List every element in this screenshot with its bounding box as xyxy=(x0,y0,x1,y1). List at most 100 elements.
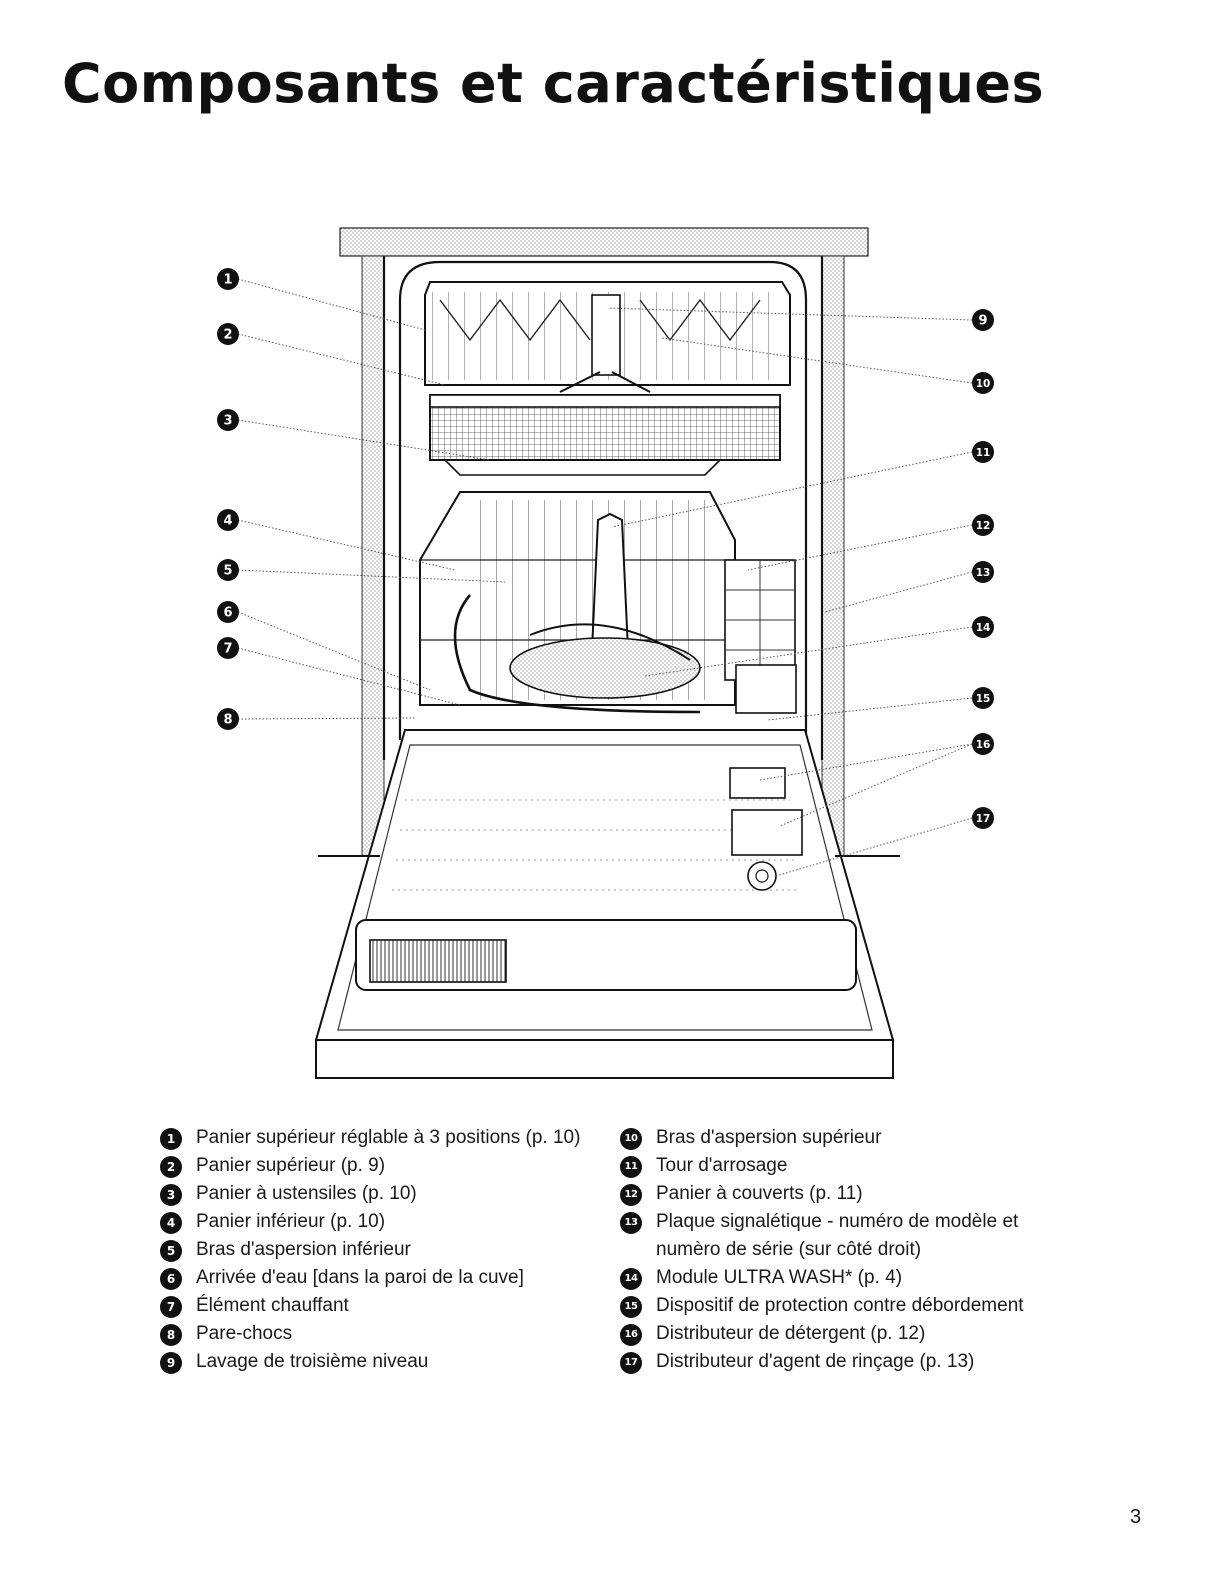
legend-number: 15 xyxy=(620,1296,642,1318)
callout-13: 13 xyxy=(972,561,994,583)
detergent-dispenser xyxy=(729,767,786,799)
spray-tower xyxy=(590,512,630,651)
callout-number: 3 xyxy=(223,414,232,429)
page-number: 3 xyxy=(1130,1506,1142,1528)
leader-lines xyxy=(237,278,973,877)
callout-number: 10 xyxy=(976,378,991,390)
callout-15: 15 xyxy=(972,687,994,709)
legend-text: Module ULTRA WASH* (p. 4) xyxy=(656,1267,903,1288)
legend-number: 13 xyxy=(620,1212,642,1234)
legend-item-15: 15 Dispositif de protection contre débor… xyxy=(620,1292,1090,1320)
left-cabinet-side xyxy=(361,255,385,857)
door xyxy=(314,729,895,1079)
heating-element xyxy=(453,594,701,714)
callout-9: 9 xyxy=(972,309,994,331)
tub-frame xyxy=(382,256,824,760)
legend-text: Panier à ustensiles (p. 10) xyxy=(196,1183,417,1204)
callout-12: 12 xyxy=(972,514,994,536)
upper-rack xyxy=(424,281,791,393)
legend-text-continued: numèro de série (sur côté droit) xyxy=(656,1239,922,1260)
legend-item-17: 17 Distributeur d'agent de rinçage (p. 1… xyxy=(620,1348,1090,1376)
callout-number: 4 xyxy=(223,514,232,529)
legend-text: Tour d'arrosage xyxy=(656,1155,788,1176)
callout-number: 13 xyxy=(976,567,991,579)
legend-text: Arrivée d'eau [dans la paroi de la cuve] xyxy=(196,1267,524,1288)
legend-text: Bras d'aspersion supérieur xyxy=(656,1127,882,1148)
legend-number: 16 xyxy=(620,1324,642,1346)
callout-5: 5 xyxy=(217,559,239,581)
callout-number: 17 xyxy=(976,813,991,825)
legend-number: 8 xyxy=(160,1324,182,1346)
callout-4: 4 xyxy=(217,509,239,531)
callout-number: 11 xyxy=(976,447,991,459)
legend-item-8: 8 Pare-chocs xyxy=(160,1320,620,1348)
legend-number: 10 xyxy=(620,1128,642,1150)
lower-spray-arm xyxy=(509,637,701,699)
callout-number: 14 xyxy=(976,622,991,634)
callout-number: 7 xyxy=(223,642,232,657)
legend-right-column: 10 Bras d'aspersion supérieur 11 Tour d'… xyxy=(620,1124,1090,1376)
callout-7: 7 xyxy=(217,637,239,659)
legend-number: 6 xyxy=(160,1268,182,1290)
legend-text: Lavage de troisième niveau xyxy=(196,1351,429,1372)
legend-item-1: 1 Panier supérieur réglable à 3 position… xyxy=(160,1124,620,1152)
legend-text: Panier supérieur (p. 9) xyxy=(196,1155,386,1176)
legend-item-9: 9 Lavage de troisième niveau xyxy=(160,1348,620,1376)
legend-number: 11 xyxy=(620,1156,642,1178)
diagram-callouts: 1 2 3 4 5 6 7 8 9 10 11 12 13 14 15 16 1… xyxy=(217,268,994,829)
legend-text: Élément chauffant xyxy=(196,1295,349,1316)
legend-item-6: 6 Arrivée d'eau [dans la paroi de la cuv… xyxy=(160,1264,620,1292)
legend-item-4: 4 Panier inférieur (p. 10) xyxy=(160,1208,620,1236)
callout-number: 16 xyxy=(976,739,991,751)
legend-text: Dispositif de protection contre débordem… xyxy=(656,1295,1024,1316)
callout-3: 3 xyxy=(217,409,239,431)
legend-number: 4 xyxy=(160,1212,182,1234)
legend-item-10: 10 Bras d'aspersion supérieur xyxy=(620,1124,1090,1152)
legend-number: 17 xyxy=(620,1352,642,1374)
legend-text: Distributeur d'agent de rinçage (p. 13) xyxy=(656,1351,975,1372)
legend-number: 12 xyxy=(620,1184,642,1206)
legend-item-5: 5 Bras d'aspersion inférieur xyxy=(160,1236,620,1264)
legend-number: 2 xyxy=(160,1156,182,1178)
callout-1: 1 xyxy=(217,268,239,290)
callout-number: 12 xyxy=(976,520,991,532)
ultra-wash-module xyxy=(735,664,797,714)
legend-item-3: 3 Panier à ustensiles (p. 10) xyxy=(160,1180,620,1208)
legend-number: 7 xyxy=(160,1296,182,1318)
callout-number: 6 xyxy=(223,606,232,621)
callout-6: 6 xyxy=(217,601,239,623)
legend-item-7: 7 Élément chauffant xyxy=(160,1292,620,1320)
callout-number: 5 xyxy=(223,564,232,579)
legend-item-11: 11 Tour d'arrosage xyxy=(620,1152,1090,1180)
callout-2: 2 xyxy=(217,323,239,345)
legend-text: Panier inférieur (p. 10) xyxy=(196,1211,386,1232)
callout-11: 11 xyxy=(972,441,994,463)
legend-item-12: 12 Panier à couverts (p. 11) xyxy=(620,1180,1090,1208)
legend-number: 3 xyxy=(160,1184,182,1206)
legend-number: 14 xyxy=(620,1268,642,1290)
legend-text: Plaque signalétique - numéro de modèle e… xyxy=(656,1211,1019,1232)
utensil-basket xyxy=(429,394,781,476)
legend-item-14: 14 Module ULTRA WASH* (p. 4) xyxy=(620,1264,1090,1292)
legend-left-column: 1 Panier supérieur réglable à 3 position… xyxy=(160,1124,620,1376)
callout-10: 10 xyxy=(972,372,994,394)
legend-number: 9 xyxy=(160,1352,182,1374)
legend-text: Pare-chocs xyxy=(196,1323,293,1344)
legend-text: Distributeur de détergent (p. 12) xyxy=(656,1323,926,1344)
callout-17: 17 xyxy=(972,807,994,829)
legend-item-2: 2 Panier supérieur (p. 9) xyxy=(160,1152,620,1180)
callout-16: 16 xyxy=(972,733,994,755)
rinse-aid-dispenser xyxy=(747,861,777,891)
callout-number: 1 xyxy=(223,273,232,288)
legend-number: 5 xyxy=(160,1240,182,1262)
callout-number: 9 xyxy=(978,314,987,329)
legend-number: 1 xyxy=(160,1128,182,1150)
legend-item-13: 13 Plaque signalétique - numéro de modèl… xyxy=(620,1208,1090,1264)
countertop xyxy=(339,227,869,257)
callout-number: 8 xyxy=(223,713,232,728)
callout-number: 15 xyxy=(976,693,991,705)
legend-text: Bras d'aspersion inférieur xyxy=(196,1239,411,1260)
door-vent xyxy=(369,939,507,983)
callout-number: 2 xyxy=(223,328,232,343)
